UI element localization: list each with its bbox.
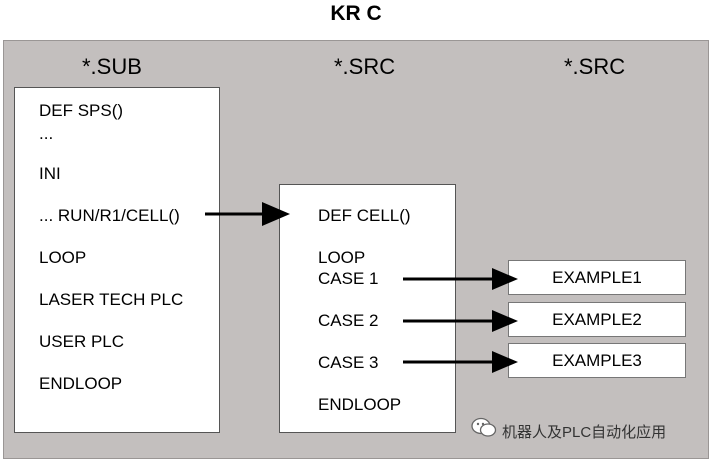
example3-box: EXAMPLE3 <box>508 343 686 378</box>
arrow-case1-to-example1 <box>403 268 518 290</box>
watermark-text: 机器人及PLC自动化应用 <box>502 424 667 441</box>
example2-box: EXAMPLE2 <box>508 302 686 337</box>
arrow-case3-to-example3 <box>403 351 518 373</box>
sub-line-run-cell: ... RUN/R1/CELL() <box>39 206 180 225</box>
cell-line-case-3: CASE 3 <box>318 353 379 372</box>
sub-line-ini: INI <box>39 164 61 183</box>
sub-program-box: DEF SPS() ... INI ... RUN/R1/CELL() LOOP… <box>14 87 220 433</box>
sub-line-laser-tech-plc: LASER TECH PLC <box>39 290 184 309</box>
sub-line-ellipsis: ... <box>39 124 54 143</box>
sub-line-def-sps: DEF SPS() <box>39 101 124 120</box>
example1-box: EXAMPLE1 <box>508 260 686 295</box>
cell-line-case-2: CASE 2 <box>318 311 379 330</box>
sub-line-loop: LOOP <box>39 248 87 267</box>
sub-line-endloop: ENDLOOP <box>39 374 123 393</box>
wechat-logo-icon <box>471 417 497 437</box>
cell-line-loop: LOOP <box>318 248 366 267</box>
diagram-title: KR C <box>330 2 382 25</box>
column-header-src-cell: *.SRC <box>334 54 396 79</box>
cell-program-box: DEF CELL() LOOP CASE 1 CASE 2 CASE 3 END… <box>279 184 456 433</box>
cell-line-case-1: CASE 1 <box>318 269 379 288</box>
column-header-src-examples: *.SRC <box>564 54 626 79</box>
arrow-case2-to-example2 <box>403 310 518 332</box>
cell-line-endloop: ENDLOOP <box>318 395 402 414</box>
column-header-sub: *.SUB <box>82 54 142 79</box>
cell-line-def-cell: DEF CELL() <box>318 206 411 225</box>
sub-line-user-plc: USER PLC <box>39 332 125 351</box>
arrow-run-to-cell <box>205 202 290 226</box>
